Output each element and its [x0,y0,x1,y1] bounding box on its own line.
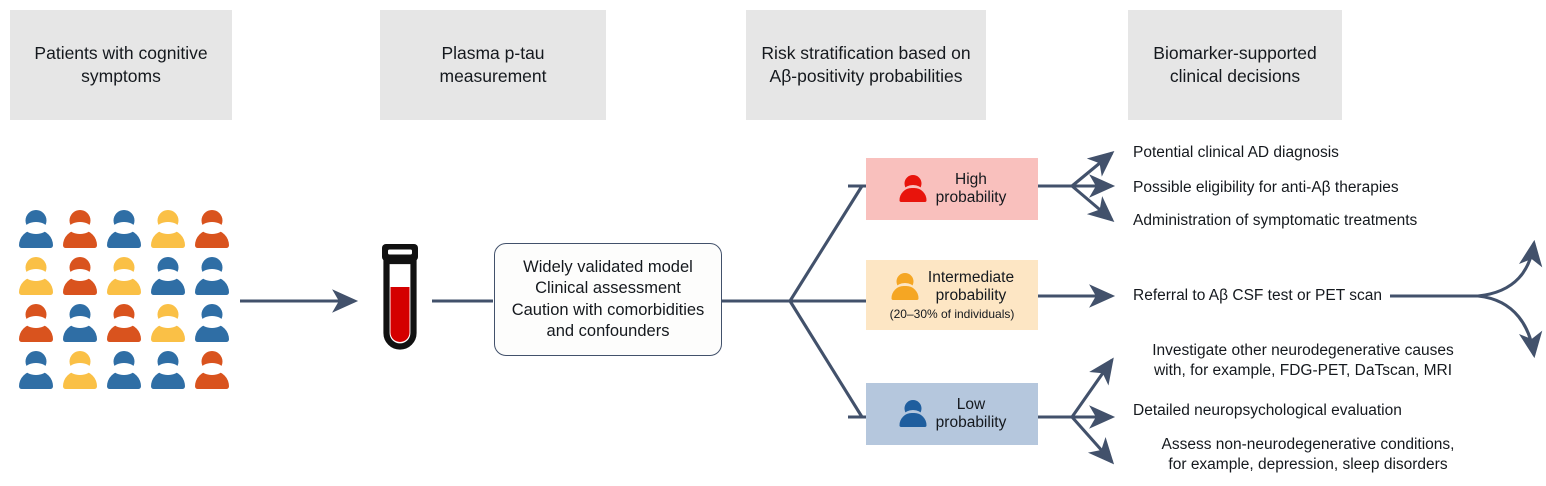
model-box-line-4: and confounders [546,321,670,340]
risk-intermediate-sublabel: (20–30% of individuals) [889,307,1015,322]
person-icon-blue [106,210,142,248]
risk-intermediate-label-line2: probability [935,287,1007,304]
person-icon-red [62,210,98,248]
person-icon-blue [194,304,230,342]
risk-box-intermediate-probability[interactable]: Intermediate probability (20–30% of indi… [866,260,1038,330]
person-icon-red [194,210,230,248]
outcome-high-1: Potential clinical AD diagnosis [1133,144,1339,161]
risk-box-low-probability[interactable]: Low probability [866,383,1038,445]
person-icon-low [898,399,928,429]
outcome-low-3-line2: for example, depression, sleep disorders [1168,455,1448,473]
person-icon-blue [106,351,142,389]
outcome-low-3: Assess non-neurodegenerative conditions,… [1133,435,1483,475]
risk-low-label-line2: probability [935,414,1007,431]
arrow-low-3 [1070,415,1115,465]
person-icon-yellow [106,257,142,295]
outcome-low-2: Detailed neuropsychological evaluation [1133,402,1402,419]
person-icon-red [18,304,54,342]
person-icon-intermediate [890,272,920,302]
header-banner-patients: Patients with cognitive symptoms [10,10,232,120]
risk-box-high-probability[interactable]: High probability [866,158,1038,220]
outcome-low-1: Investigate other neurodegenerative caus… [1133,341,1473,381]
outcome-intermediate-1: Referral to Aβ CSF test or PET scan [1133,287,1382,304]
arrow-high-3 [1070,184,1115,223]
risk-high-label-line1: High [955,170,987,188]
blood-tube-icon [372,240,428,358]
person-icon-blue [18,210,54,248]
patient-row [18,304,234,342]
person-icon-red [106,304,142,342]
person-icon-blue [194,257,230,295]
arrow-curve-up [1477,239,1543,298]
person-icon-blue [150,257,186,295]
connector-fork-to-low [788,300,864,418]
person-icon-blue [150,351,186,389]
header-banner-measurement: Plasma p-tau measurement [380,10,606,120]
person-icon-blue [62,304,98,342]
person-icon-high [898,174,928,204]
risk-low-label-line1: Low [956,395,986,413]
header-banner-measurement-label: Plasma p-tau measurement [439,42,547,86]
outcome-low-3-line1: Assess non-neurodegenerative conditions, [1161,436,1455,453]
outcome-high-2: Possible eligibility for anti-Aβ therapi… [1133,179,1399,196]
risk-intermediate-label-line1: Intermediate [927,268,1015,286]
connector-fork-to-high [788,185,864,302]
model-decision-box: Widely validated model Clinical assessme… [494,243,722,356]
person-icon-blue [18,351,54,389]
person-icon-red [62,257,98,295]
header-banner-stratification: Risk stratification based on Aβ-positivi… [746,10,986,120]
person-icon-red [194,351,230,389]
patient-row [18,351,234,389]
patient-row [18,210,234,248]
person-icon-yellow [150,210,186,248]
outcome-high-3: Administration of symptomatic treatments [1133,212,1418,229]
outcome-low-1-line2: with, for example, FDG-PET, DaTscan, MRI [1153,361,1453,379]
outcome-low-1-line1: Investigate other neurodegenerative caus… [1152,342,1454,359]
model-box-line-3: Caution with comorbidities [511,300,705,319]
header-banner-stratification-label: Risk stratification based on Aβ-positivi… [761,42,971,86]
patient-population-grid [18,210,234,398]
person-icon-yellow [62,351,98,389]
header-banner-decisions: Biomarker-supported clinical decisions [1128,10,1342,120]
arrow-curve-down [1477,294,1543,359]
arrow-low-1 [1070,357,1114,418]
person-icon-yellow [18,257,54,295]
risk-high-label-line2: probability [935,189,1007,206]
model-box-line-1: Widely validated model [523,258,693,277]
model-box-line-2: Clinical assessment [535,279,681,298]
person-icon-yellow [150,304,186,342]
header-banner-patients-label: Patients with cognitive symptoms [34,42,208,86]
header-banner-decisions-label: Biomarker-supported clinical decisions [1153,42,1317,86]
patient-row [18,257,234,295]
arrow-high-1 [1071,151,1115,188]
